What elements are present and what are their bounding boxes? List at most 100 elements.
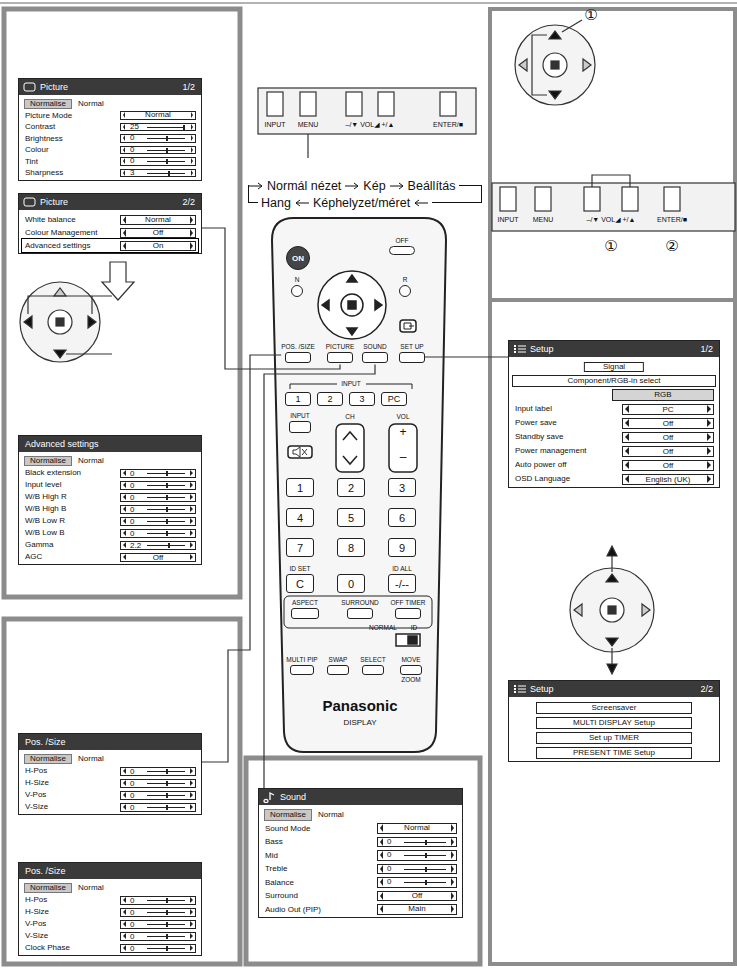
- slider-track: [147, 545, 185, 546]
- arrow-mark: [123, 921, 126, 927]
- remote-button: 9: [388, 538, 416, 557]
- slider-thumb: [425, 880, 427, 885]
- label-text: CH: [345, 413, 354, 420]
- menu-row: V-Pos0: [22, 918, 198, 930]
- label-text: DISPLAY: [343, 719, 376, 728]
- menu-window: White balanceNormalColour ManagementOffA…: [18, 193, 202, 254]
- slider-thumb: [425, 867, 427, 872]
- menu-row: Auto power offOff: [512, 458, 716, 472]
- menu-row: Balance0: [262, 876, 459, 890]
- arrow-mark: [123, 494, 126, 500]
- menu-icon: [513, 683, 527, 695]
- menu-text: 0: [130, 530, 134, 537]
- cursor-pad: [20, 262, 134, 362]
- slider-track: [147, 924, 185, 925]
- button-text: 7: [297, 542, 303, 554]
- slider-track: [147, 783, 185, 784]
- label-text: ID: [411, 624, 418, 631]
- menu-text: 0: [130, 135, 134, 142]
- arrow-mark: [190, 242, 193, 250]
- label-text: ②: [665, 238, 678, 255]
- remote-button: 4: [286, 508, 314, 527]
- cursor-pad: [519, 59, 527, 71]
- label-text: ①: [584, 7, 597, 24]
- button-text: 6: [399, 512, 405, 524]
- menu-text: Sharpness: [25, 167, 63, 179]
- arrow-mark: [123, 768, 126, 774]
- arrow: [294, 198, 310, 208]
- slider-thumb: [166, 471, 168, 476]
- value-box: 0: [377, 837, 457, 848]
- menu-row: AGCOff: [22, 551, 198, 563]
- arrow-mark: [707, 447, 711, 455]
- menu-text: 0: [387, 851, 391, 860]
- arrow: [389, 181, 405, 191]
- remote-button: 2: [317, 392, 343, 406]
- value-box: 0: [120, 146, 196, 155]
- label-text: –: [400, 451, 407, 464]
- menu-text: Off: [663, 461, 674, 470]
- button-strip: [535, 187, 551, 211]
- panel-frame: [0, 3, 737, 4]
- value-box: English (UK): [622, 474, 714, 485]
- menu-text: Off: [663, 433, 674, 442]
- button-shape: [327, 665, 349, 675]
- value-box: 3: [120, 169, 196, 178]
- arrow-mark: [123, 470, 126, 476]
- menu-icon: [513, 343, 527, 355]
- button-text: 8: [348, 542, 354, 554]
- arrow-mark: [191, 170, 193, 176]
- menu-text: W/B Low R: [25, 515, 65, 527]
- leader-line: [425, 356, 508, 357]
- button-shape: [399, 285, 411, 297]
- arrow-mark: [625, 461, 629, 469]
- menu-text: Normal: [78, 753, 104, 765]
- menu-text: H-Pos: [25, 894, 47, 906]
- menu-text: Input level: [25, 479, 61, 491]
- menu-text: 0: [130, 518, 134, 525]
- cursor-pad: [549, 31, 561, 39]
- menu-row: V-Size0: [22, 930, 198, 942]
- button-strip: [492, 175, 735, 231]
- slider-track: [147, 473, 185, 474]
- menu-title: Picture: [40, 196, 68, 208]
- button-label: R: [403, 276, 408, 283]
- menu-row: Standby saveOff: [512, 430, 716, 444]
- menu-text: 0: [130, 792, 134, 799]
- arrow-mark: [707, 461, 711, 469]
- arrow: [344, 181, 360, 191]
- slider-track: [404, 882, 446, 883]
- slider-thumb: [166, 507, 168, 512]
- remote-control: [272, 218, 446, 752]
- cursor-pad: [574, 604, 582, 616]
- menu-text: Normalise: [264, 809, 312, 821]
- value-box: 0: [120, 920, 196, 929]
- panel-frame: [490, 9, 735, 964]
- button-shape: [400, 665, 422, 675]
- button-strip: [592, 175, 630, 187]
- slider-track: [404, 842, 446, 843]
- value-box: 0: [120, 157, 196, 166]
- label-text: Panasonic: [322, 698, 397, 715]
- menu-row: Sharpness 3: [22, 167, 198, 179]
- menu-text: Normalise: [24, 99, 72, 109]
- cursor-pad: [551, 61, 559, 69]
- label-text: +: [399, 426, 406, 439]
- button-label: MOVE: [401, 656, 420, 663]
- button-label: ZOOM: [401, 676, 421, 683]
- value-box: Main: [377, 904, 457, 915]
- menu-text: Contrast: [25, 121, 55, 133]
- menu-row: MULTI DISPLAY Setup: [512, 715, 716, 730]
- label-text: MENU: [533, 216, 554, 224]
- menu-row: RGB: [512, 388, 716, 402]
- button-text: 1: [295, 394, 300, 404]
- slot: Képhelyzet/méret: [313, 196, 410, 210]
- button-label: PICTURE: [326, 343, 355, 350]
- value-box: 0: [120, 134, 196, 143]
- panel-frame: [0, 3, 737, 964]
- button-text: -/--: [395, 578, 409, 590]
- button-label: OFF: [396, 237, 409, 244]
- label-text: –/▼ VOL◢ +/▲: [586, 216, 635, 224]
- arrow-mark: [191, 124, 193, 130]
